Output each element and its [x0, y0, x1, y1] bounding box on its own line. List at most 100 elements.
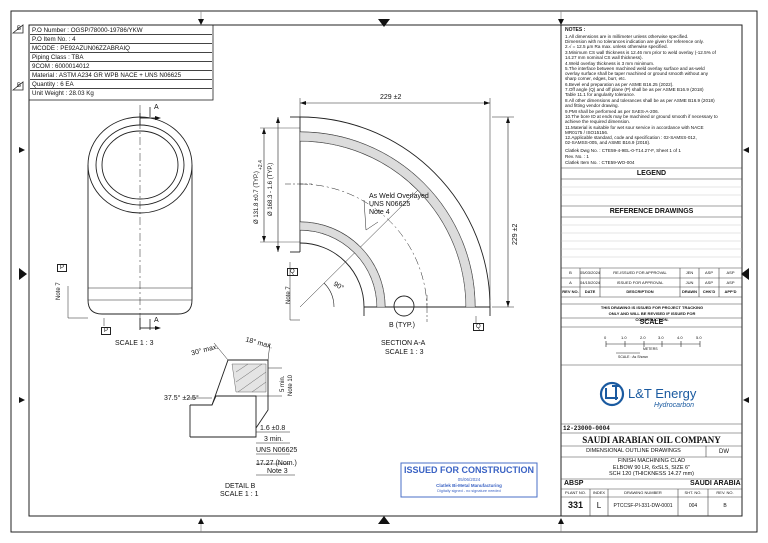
overlay-label: Note 4 — [369, 209, 390, 216]
dim-id: Ø 131.8 ±0.7 (TYP.) — [254, 171, 260, 224]
rev-desc-cell: ISSUED FOR APPROVAL — [616, 280, 664, 285]
scale-bar — [605, 341, 701, 354]
note-line: Clatlek Item No. : CTE59-WO-004 — [565, 160, 635, 165]
header-row: P.O Number : OGSP/78000-19786/YKW — [30, 26, 212, 35]
zone-markers — [19, 19, 749, 524]
note-line: 10.The bore ID at ends may be machined o… — [565, 114, 718, 119]
p-box-left: P — [57, 264, 68, 272]
detail-1727: 17.27 (Nom.) — [256, 460, 297, 467]
notes-title: NOTES : — [565, 27, 586, 33]
stamp-title: ISSUED FOR CONSTRUCTION — [403, 465, 534, 475]
dim-od: Ø 168.3 - 1.6 (TYP.) — [268, 162, 274, 216]
rev-drawn-cell: JUN — [685, 280, 694, 285]
rev-drawn-cell: JEN — [685, 270, 694, 275]
detail-angle-375: 37.5° ±2.5° — [164, 395, 199, 402]
detail-scale: SCALE 1 : 1 — [220, 491, 259, 498]
reference-drawings-title: REFERENCE DRAWINGS — [609, 208, 694, 215]
scale-tick-label: 0 — [604, 335, 607, 340]
detail-note10: Note 10 — [288, 374, 294, 396]
overlay-label: UNS N06625 — [369, 201, 411, 208]
plant-label: ABSP — [564, 480, 584, 487]
note-line: 4.Weld overlay thickness is 3 mm minimum… — [565, 61, 655, 66]
description-line: SCH 120 (THICKNESS 14.27 mm) — [609, 471, 694, 477]
scale-tick-label: 1.0 — [621, 335, 627, 340]
section-a-label: A — [154, 104, 159, 111]
construction-stamp-frame — [400, 462, 538, 498]
dim-od-tol: +2.4 — [258, 160, 264, 170]
rev-cell: A — [569, 280, 572, 285]
plant-number: 331 — [567, 500, 584, 510]
country-label: SAUDI ARABIA — [690, 480, 741, 487]
rev-header: DRAWN — [681, 289, 698, 294]
detail-note3: Note 3 — [267, 468, 288, 475]
rev-header: CHK'D — [702, 289, 716, 294]
note-line: achieve the required dimension. — [565, 119, 631, 124]
header-row: P.O Item No. : 4 — [30, 35, 212, 44]
rev-triangle — [11, 24, 24, 91]
dim-229-top: 229 ±2 — [380, 94, 402, 101]
note-line: Table 11.1 for angularity tolerance. — [565, 92, 636, 97]
header-row: Quantity : 6 EA — [30, 80, 212, 89]
section-title: SECTION A-A — [381, 340, 426, 347]
scale-tick-label: 3.0 — [658, 335, 664, 340]
note-line: 11.Material is suitable for wet sour ser… — [565, 125, 704, 130]
stamp-line: Digitally signed - no signature needed — [437, 489, 501, 493]
legend-title: LEGEND — [636, 170, 667, 177]
header-row: Material : ASTM A234 GR WPB NACE + UNS N… — [30, 71, 212, 80]
revision-number: B — [723, 503, 727, 509]
description-line: FINISH MACHINING CLAD — [617, 458, 686, 464]
b-typ-label: B (TYP.) — [389, 322, 415, 329]
note-line: and fitting vendor drawing. — [565, 103, 619, 108]
end-view — [67, 105, 193, 330]
footer-header: INDEX — [592, 490, 606, 495]
left-view-scale: SCALE 1 : 3 — [115, 340, 154, 347]
disclaimer-text: THIS DRAWING IS ISSUED FOR PROJECT TRACK… — [600, 305, 704, 322]
sheet-number: 004 — [688, 503, 698, 509]
section-scale: SCALE 1 : 3 — [385, 349, 424, 356]
note-line: 7.Off angle (Q) and off plane (P) shall … — [565, 87, 704, 92]
scale-tick-label: 4.0 — [677, 335, 683, 340]
title-block-frame — [560, 24, 743, 517]
rev-desc-cell: RE-ISSUED FOR APPROVAL — [613, 270, 667, 275]
detail-b-hatch — [231, 363, 267, 393]
rev-date-cell: 05/03/2024 — [580, 270, 600, 275]
note7-q: Note 7 — [286, 286, 292, 304]
detail-b — [188, 342, 295, 476]
footer-header: SHT. NO. — [684, 490, 702, 495]
dim-229-right: 229 ±2 — [512, 223, 519, 245]
q-box-left: Q — [287, 268, 298, 276]
note-line: 3.Minimum CS wall thickness is 12.46 mm … — [565, 50, 716, 55]
overlay-band — [299, 131, 476, 308]
note7-p: Note 7 — [56, 282, 62, 300]
header-row: Unit Weight : 28.03 Kg — [32, 90, 94, 97]
detail-5min: 5 min. — [280, 375, 286, 392]
note-line: Dimension with no tolerances indication … — [565, 39, 704, 44]
note-line: Clatlek Dwg No. : CTE59-4-9EL-0-T14.27-F… — [565, 148, 681, 153]
rev-appd-cell: ASP — [726, 270, 735, 275]
description-line: ELBOW 90 LR, 6xSLS, SIZE 6" — [612, 465, 691, 471]
lt-logo-mark — [599, 381, 625, 407]
company-logo-sub: Hydrocarbon — [654, 402, 695, 409]
stamp-line: 05/06/2024 — [457, 477, 481, 482]
rev-appd-cell: ASP — [726, 280, 735, 285]
header-row: MCODE : PE92AZUN06ZZABRAIQ — [30, 44, 212, 53]
rev-cell: B — [569, 270, 572, 275]
note-line: overlay surface shall be taper machined … — [565, 71, 708, 76]
rev-date-cell: 04/15/2024 — [580, 280, 600, 285]
scale-tick-label: 2.0 — [640, 335, 646, 340]
p-marker: P — [101, 327, 112, 335]
stamp-line: Clatlek Bi-Metal Manufacturing — [436, 483, 502, 488]
q-marker: Q — [473, 323, 484, 331]
note-line: 02-SAMSS-005, and ASME B16.9 (2018). — [565, 140, 651, 145]
note-line: 1.All dimensions are in millimeter unles… — [565, 34, 689, 39]
rev-header: DESCRIPTION — [626, 289, 654, 294]
overlay-label: As Weld Overlayed — [369, 193, 429, 200]
section-a-label: A — [154, 317, 159, 324]
detail-uns: UNS N06625 — [256, 447, 298, 454]
note-line: 6.Bevel end preparation as per ASME B16.… — [565, 82, 674, 87]
note-line: 8.All other dimensions and tolerances sh… — [565, 98, 715, 103]
note-line: Rev. No. : 1 — [565, 154, 589, 159]
note-line: 12.Applicable standard, code and specifi… — [565, 135, 697, 140]
